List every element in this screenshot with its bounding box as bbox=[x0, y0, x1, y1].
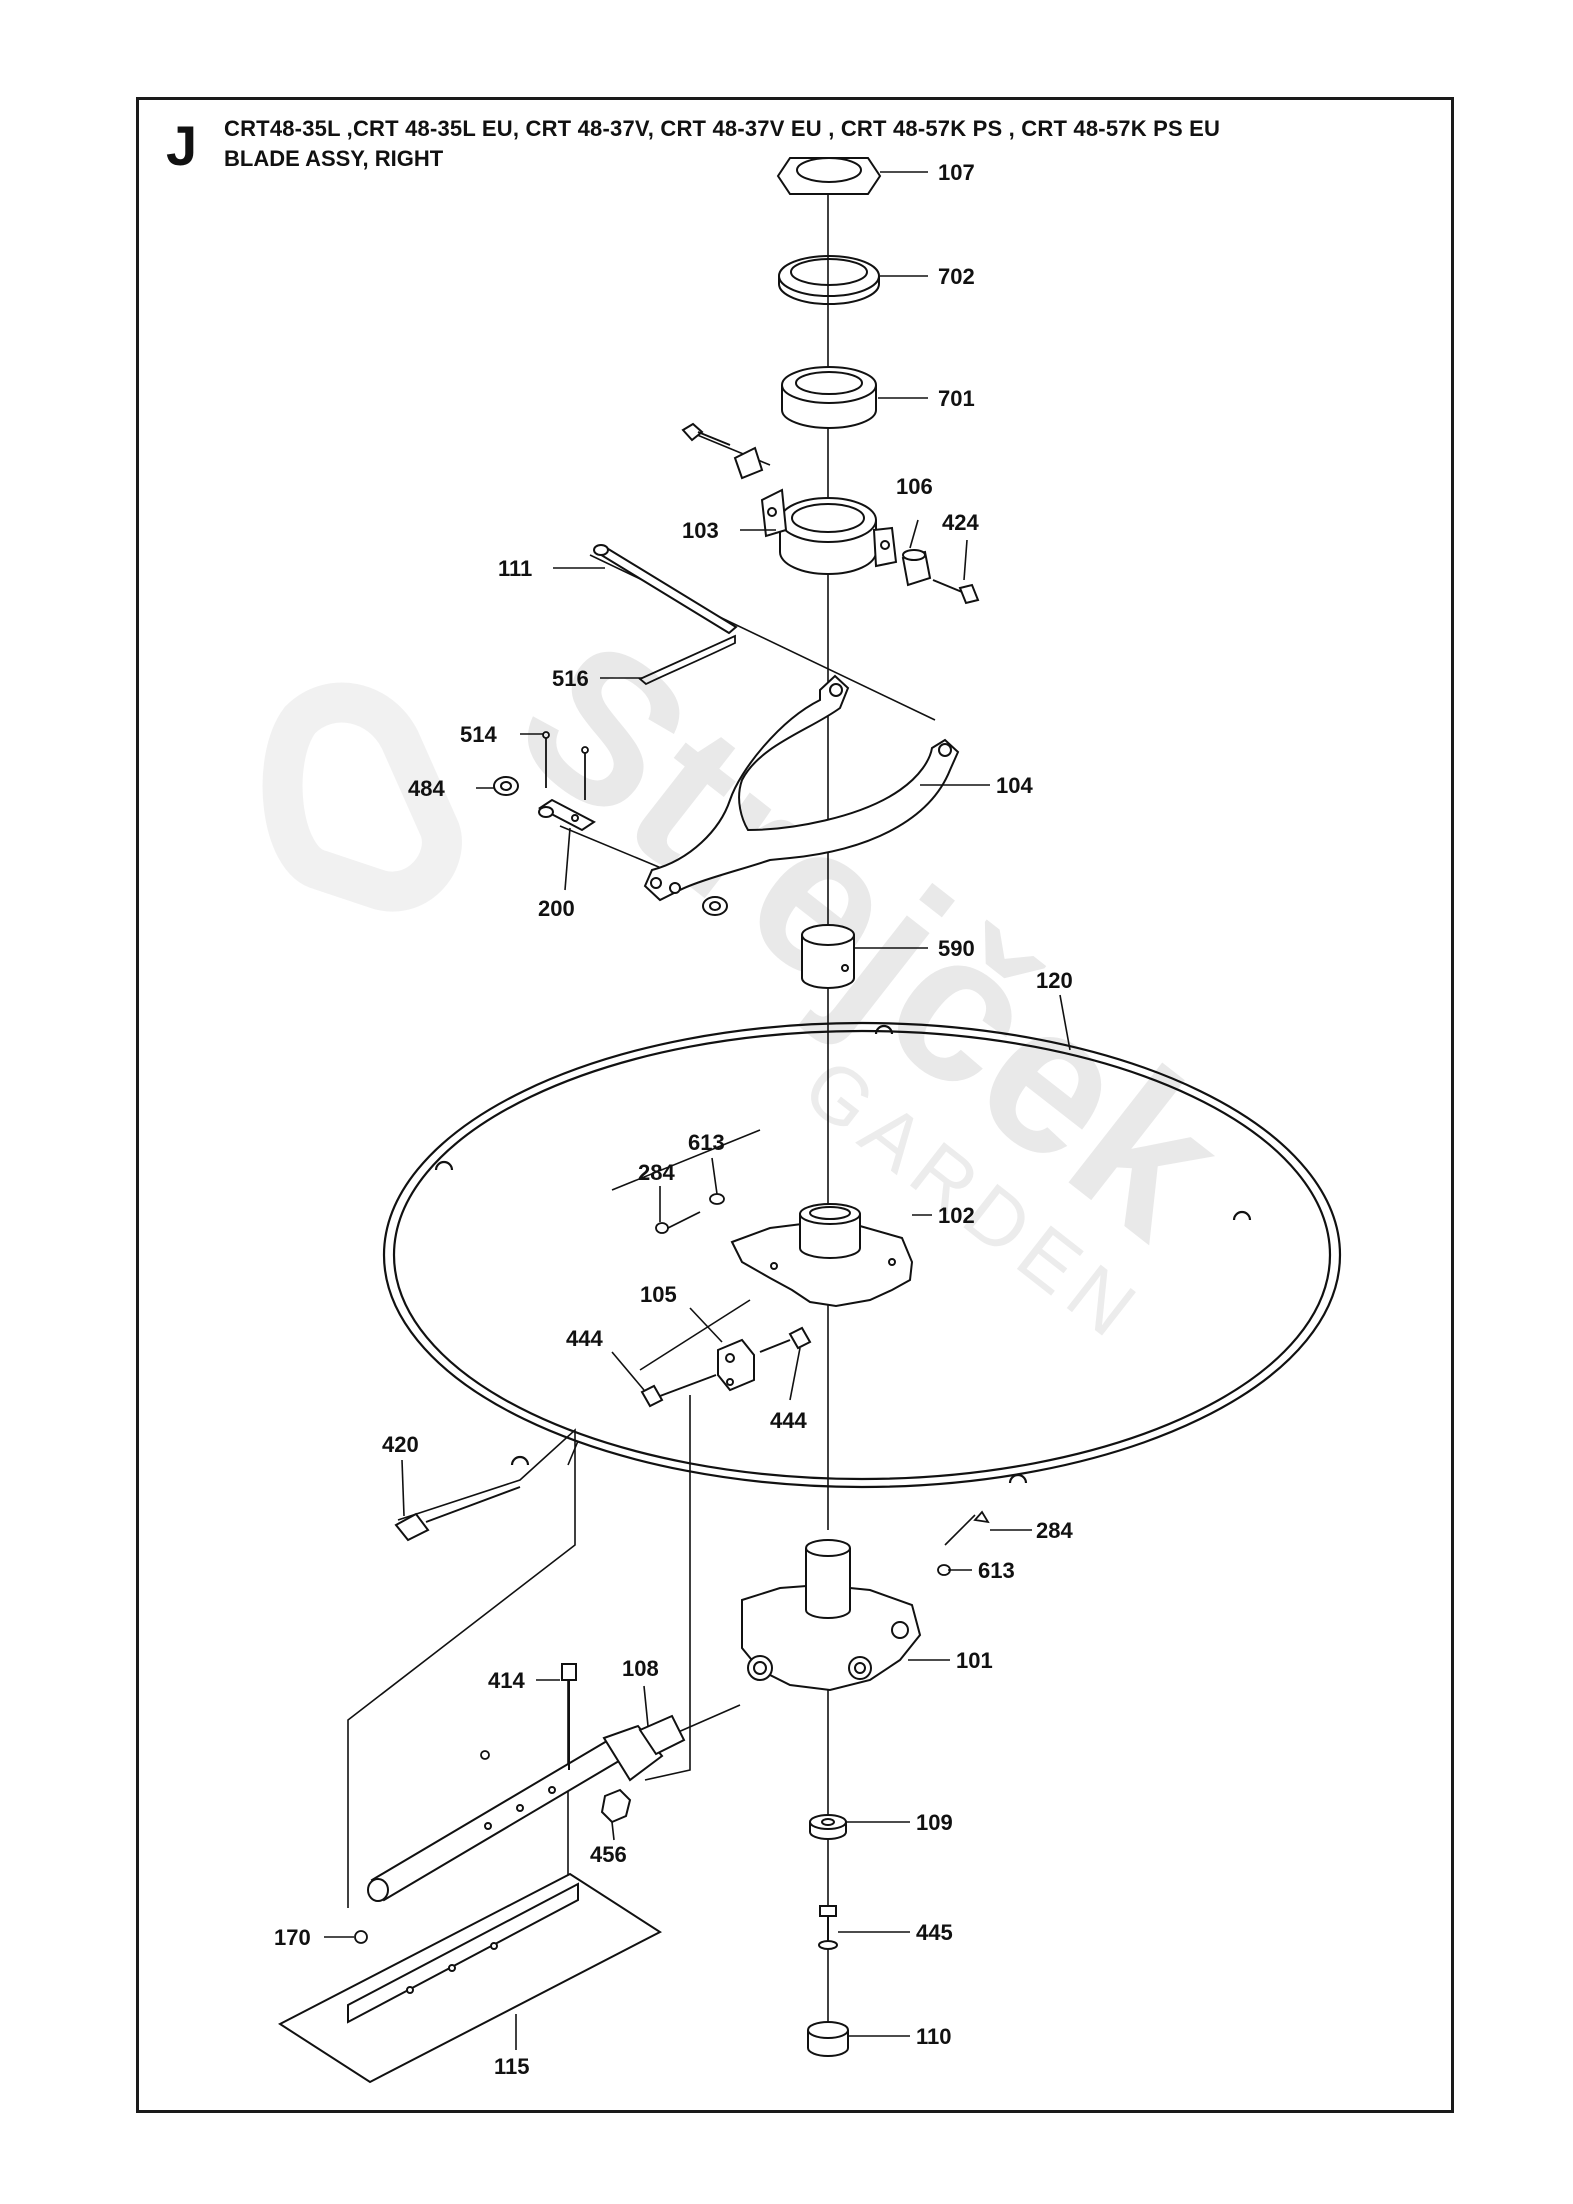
callout-115: 115 bbox=[494, 2054, 530, 2079]
part-514-cotter bbox=[542, 731, 589, 800]
part-bolt-103-left bbox=[681, 422, 764, 480]
callout-284-upper: 284 bbox=[638, 1160, 675, 1185]
callout-103: 103 bbox=[682, 518, 719, 543]
part-106-spacer bbox=[901, 549, 932, 587]
callout-414: 414 bbox=[488, 1668, 525, 1693]
part-414-bolt bbox=[561, 1663, 577, 1770]
part-103-bracket bbox=[760, 488, 898, 575]
callout-420: 420 bbox=[382, 1432, 419, 1457]
part-111-pin bbox=[593, 544, 738, 635]
part-284-613-fitting-lower bbox=[937, 1510, 990, 1576]
callout-labels: 107 702 701 103 106 424 111 516 514 484 … bbox=[274, 160, 1073, 2079]
callout-590: 590 bbox=[938, 936, 975, 961]
callout-445: 445 bbox=[916, 1920, 953, 1945]
callout-702: 702 bbox=[938, 264, 975, 289]
section-letter: J bbox=[166, 114, 198, 177]
part-170-screw bbox=[354, 1750, 490, 1944]
callout-109: 109 bbox=[916, 1810, 953, 1835]
part-115-blade bbox=[278, 1872, 662, 2084]
callout-107: 107 bbox=[938, 160, 975, 185]
part-420-bolt bbox=[394, 1486, 521, 1542]
part-102-hub bbox=[730, 1203, 914, 1308]
part-701-bearing bbox=[781, 366, 877, 429]
part-484-washer bbox=[493, 776, 728, 916]
assembly-title: BLADE ASSY, RIGHT bbox=[224, 146, 444, 171]
callout-456: 456 bbox=[590, 1842, 627, 1867]
callout-106: 106 bbox=[896, 474, 933, 499]
diagram-frame bbox=[136, 97, 1454, 2113]
watermark-logo bbox=[262, 682, 462, 912]
part-110-cap bbox=[807, 2021, 849, 2057]
callout-170: 170 bbox=[274, 1925, 311, 1950]
callout-424: 424 bbox=[942, 510, 979, 535]
callout-284-lower: 284 bbox=[1036, 1518, 1073, 1543]
part-456-nut bbox=[600, 1788, 632, 1824]
part-284-613-fitting-upper bbox=[655, 1193, 725, 1234]
part-101-gear-housing bbox=[741, 1539, 922, 1692]
callout-484: 484 bbox=[408, 776, 445, 801]
callout-105: 105 bbox=[640, 1282, 677, 1307]
part-120-blade-ring bbox=[382, 1021, 1342, 1489]
callout-102: 102 bbox=[938, 1203, 975, 1228]
callout-444-left: 444 bbox=[566, 1326, 603, 1351]
part-444-bolt-right bbox=[759, 1326, 812, 1353]
part-702-washer bbox=[778, 255, 880, 305]
part-107-nut bbox=[776, 157, 882, 195]
part-590-bushing bbox=[801, 924, 855, 989]
part-200-pin bbox=[538, 798, 596, 832]
callout-444-right: 444 bbox=[770, 1408, 807, 1433]
callout-101: 101 bbox=[956, 1648, 993, 1673]
callout-514: 514 bbox=[460, 722, 497, 747]
callout-516: 516 bbox=[552, 666, 589, 691]
callout-613-upper: 613 bbox=[688, 1130, 725, 1155]
part-516-clip bbox=[638, 634, 736, 686]
callout-108: 108 bbox=[622, 1656, 659, 1681]
callout-200: 200 bbox=[538, 896, 575, 921]
part-444-bolt-left bbox=[640, 1374, 717, 1408]
callout-120: 120 bbox=[1036, 968, 1073, 993]
callout-613-lower: 613 bbox=[978, 1558, 1015, 1583]
callout-701: 701 bbox=[938, 386, 975, 411]
leader-lines bbox=[324, 171, 1071, 2050]
part-109-washer bbox=[809, 1814, 847, 1840]
part-105-clamp bbox=[717, 1338, 755, 1392]
part-424-bolt bbox=[932, 579, 980, 605]
part-104-arm bbox=[643, 674, 960, 902]
part-108-shaft bbox=[367, 1714, 686, 1902]
part-445-screw bbox=[818, 1905, 838, 1950]
callout-104: 104 bbox=[996, 773, 1033, 798]
callout-111: 111 bbox=[498, 556, 532, 581]
watermark-brand: Strejček bbox=[477, 592, 1266, 1280]
model-list: CRT48-35L ,CRT 48-35L EU, CRT 48-37V, CR… bbox=[224, 116, 1221, 141]
callout-110: 110 bbox=[916, 2024, 952, 2049]
